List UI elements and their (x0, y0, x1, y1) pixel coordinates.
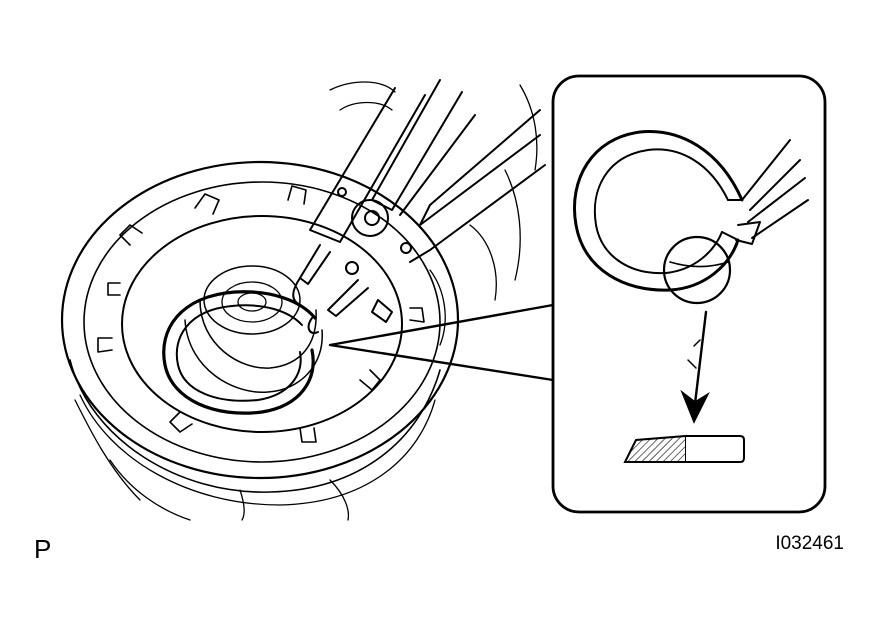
magnifier-circle (662, 235, 732, 305)
piston-hub (184, 265, 323, 393)
snap-ring-pliers (292, 79, 546, 334)
figure-id: I032461 (775, 533, 844, 554)
snap-ring (162, 290, 317, 415)
clutch-drum (60, 160, 460, 506)
drum-notches (97, 185, 425, 443)
down-arrow-icon (680, 310, 710, 424)
callout-pointer (328, 303, 555, 382)
hand-outline (74, 81, 538, 521)
detail-inset (551, 74, 827, 514)
ring-cross-section (623, 434, 745, 463)
corner-letter: P (34, 534, 52, 564)
snap-ring-detail (573, 130, 809, 292)
